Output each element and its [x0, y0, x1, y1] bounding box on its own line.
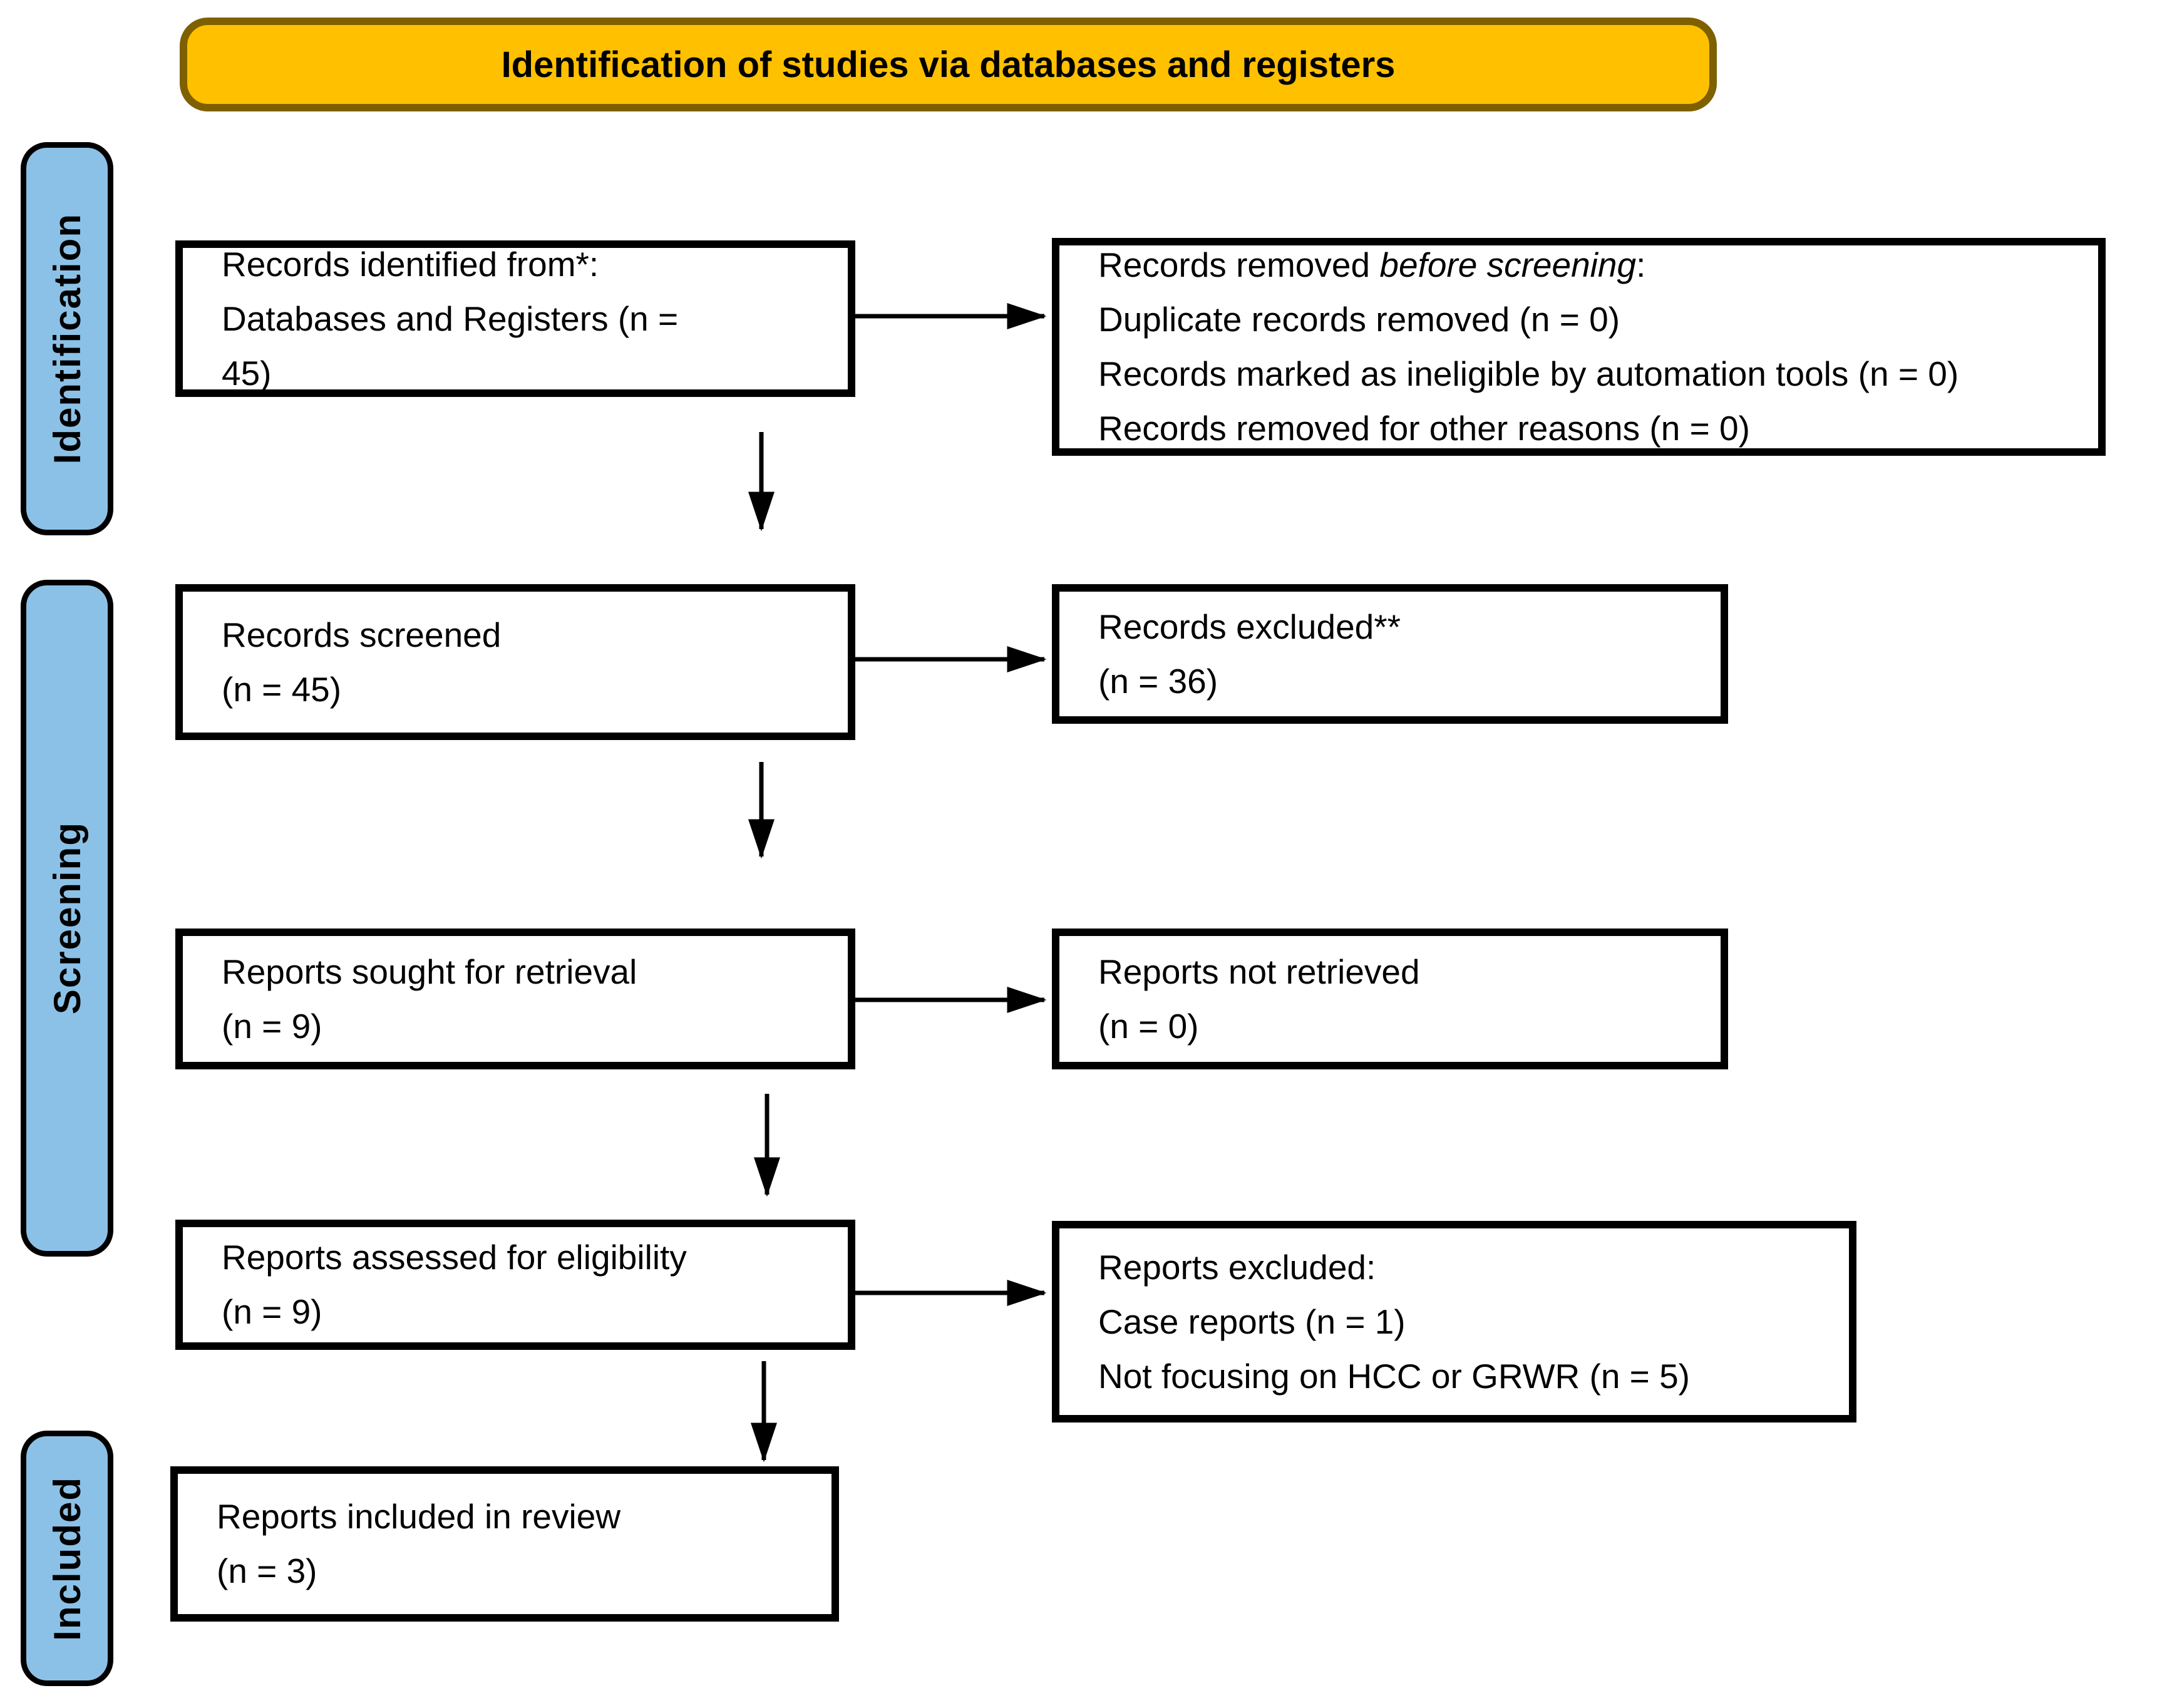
box-reports-sought: Reports sought for retrieval (n = 9) — [175, 929, 855, 1069]
box-records-removed: Records removed before screening: Duplic… — [1052, 238, 2106, 456]
box-line: Reports excluded: — [1098, 1247, 1376, 1287]
box-line: Records screened — [222, 615, 502, 654]
box-reports-excluded: Reports excluded: Case reports (n = 1) N… — [1052, 1221, 1856, 1422]
box-line: Records removed for other reasons (n = 0… — [1098, 409, 1750, 448]
removed-line1-end: : — [1636, 245, 1646, 284]
box-records-identified: Records identified from*: Databases and … — [175, 240, 855, 397]
box-line: Reports included in review — [217, 1497, 621, 1536]
box-line: (n = 0) — [1098, 1006, 1199, 1046]
stage-screening-label: Screening — [46, 821, 88, 1015]
box-reports-not-retrieved: Reports not retrieved (n = 0) — [1052, 929, 1728, 1069]
stage-included: Included — [21, 1431, 113, 1686]
box-line: Reports sought for retrieval — [222, 952, 637, 991]
box-reports-assessed: Reports assessed for eligibility (n = 9) — [175, 1220, 855, 1350]
box-line: Not focusing on HCC or GRWR (n = 5) — [1098, 1356, 1690, 1396]
stage-screening: Screening — [21, 580, 113, 1257]
box-line: Reports not retrieved — [1098, 952, 1420, 991]
stage-identification: Identification — [21, 142, 113, 535]
removed-line1-normal: Records removed — [1098, 245, 1380, 284]
box-line: Reports assessed for eligibility — [222, 1238, 687, 1277]
box-line: Records marked as ineligible by automati… — [1098, 354, 1959, 393]
box-line: (n = 9) — [222, 1292, 322, 1331]
header-title: Identification of studies via databases … — [501, 44, 1396, 85]
box-line: Records excluded** — [1098, 607, 1401, 646]
removed-line1-italic: before screening — [1379, 245, 1637, 284]
box-line: (n = 9) — [222, 1006, 322, 1046]
box-reports-included: Reports included in review (n = 3) — [170, 1466, 839, 1622]
header-banner: Identification of studies via databases … — [180, 18, 1717, 111]
box-line: Duplicate records removed (n = 0) — [1098, 300, 1620, 339]
box-line: Databases and Registers (n = — [222, 299, 679, 338]
box-line: 45) — [222, 353, 272, 393]
box-line: (n = 3) — [217, 1551, 317, 1590]
stage-identification-label: Identification — [46, 213, 88, 465]
box-line: Records removed before screening: — [1098, 238, 2086, 292]
box-line: Records identified from*: — [222, 244, 599, 284]
box-line: Case reports (n = 1) — [1098, 1302, 1406, 1341]
box-records-screened: Records screened (n = 45) — [175, 584, 855, 740]
box-line: (n = 45) — [222, 669, 342, 709]
box-records-excluded: Records excluded** (n = 36) — [1052, 584, 1728, 724]
box-line: (n = 36) — [1098, 661, 1218, 701]
stage-included-label: Included — [46, 1476, 88, 1641]
